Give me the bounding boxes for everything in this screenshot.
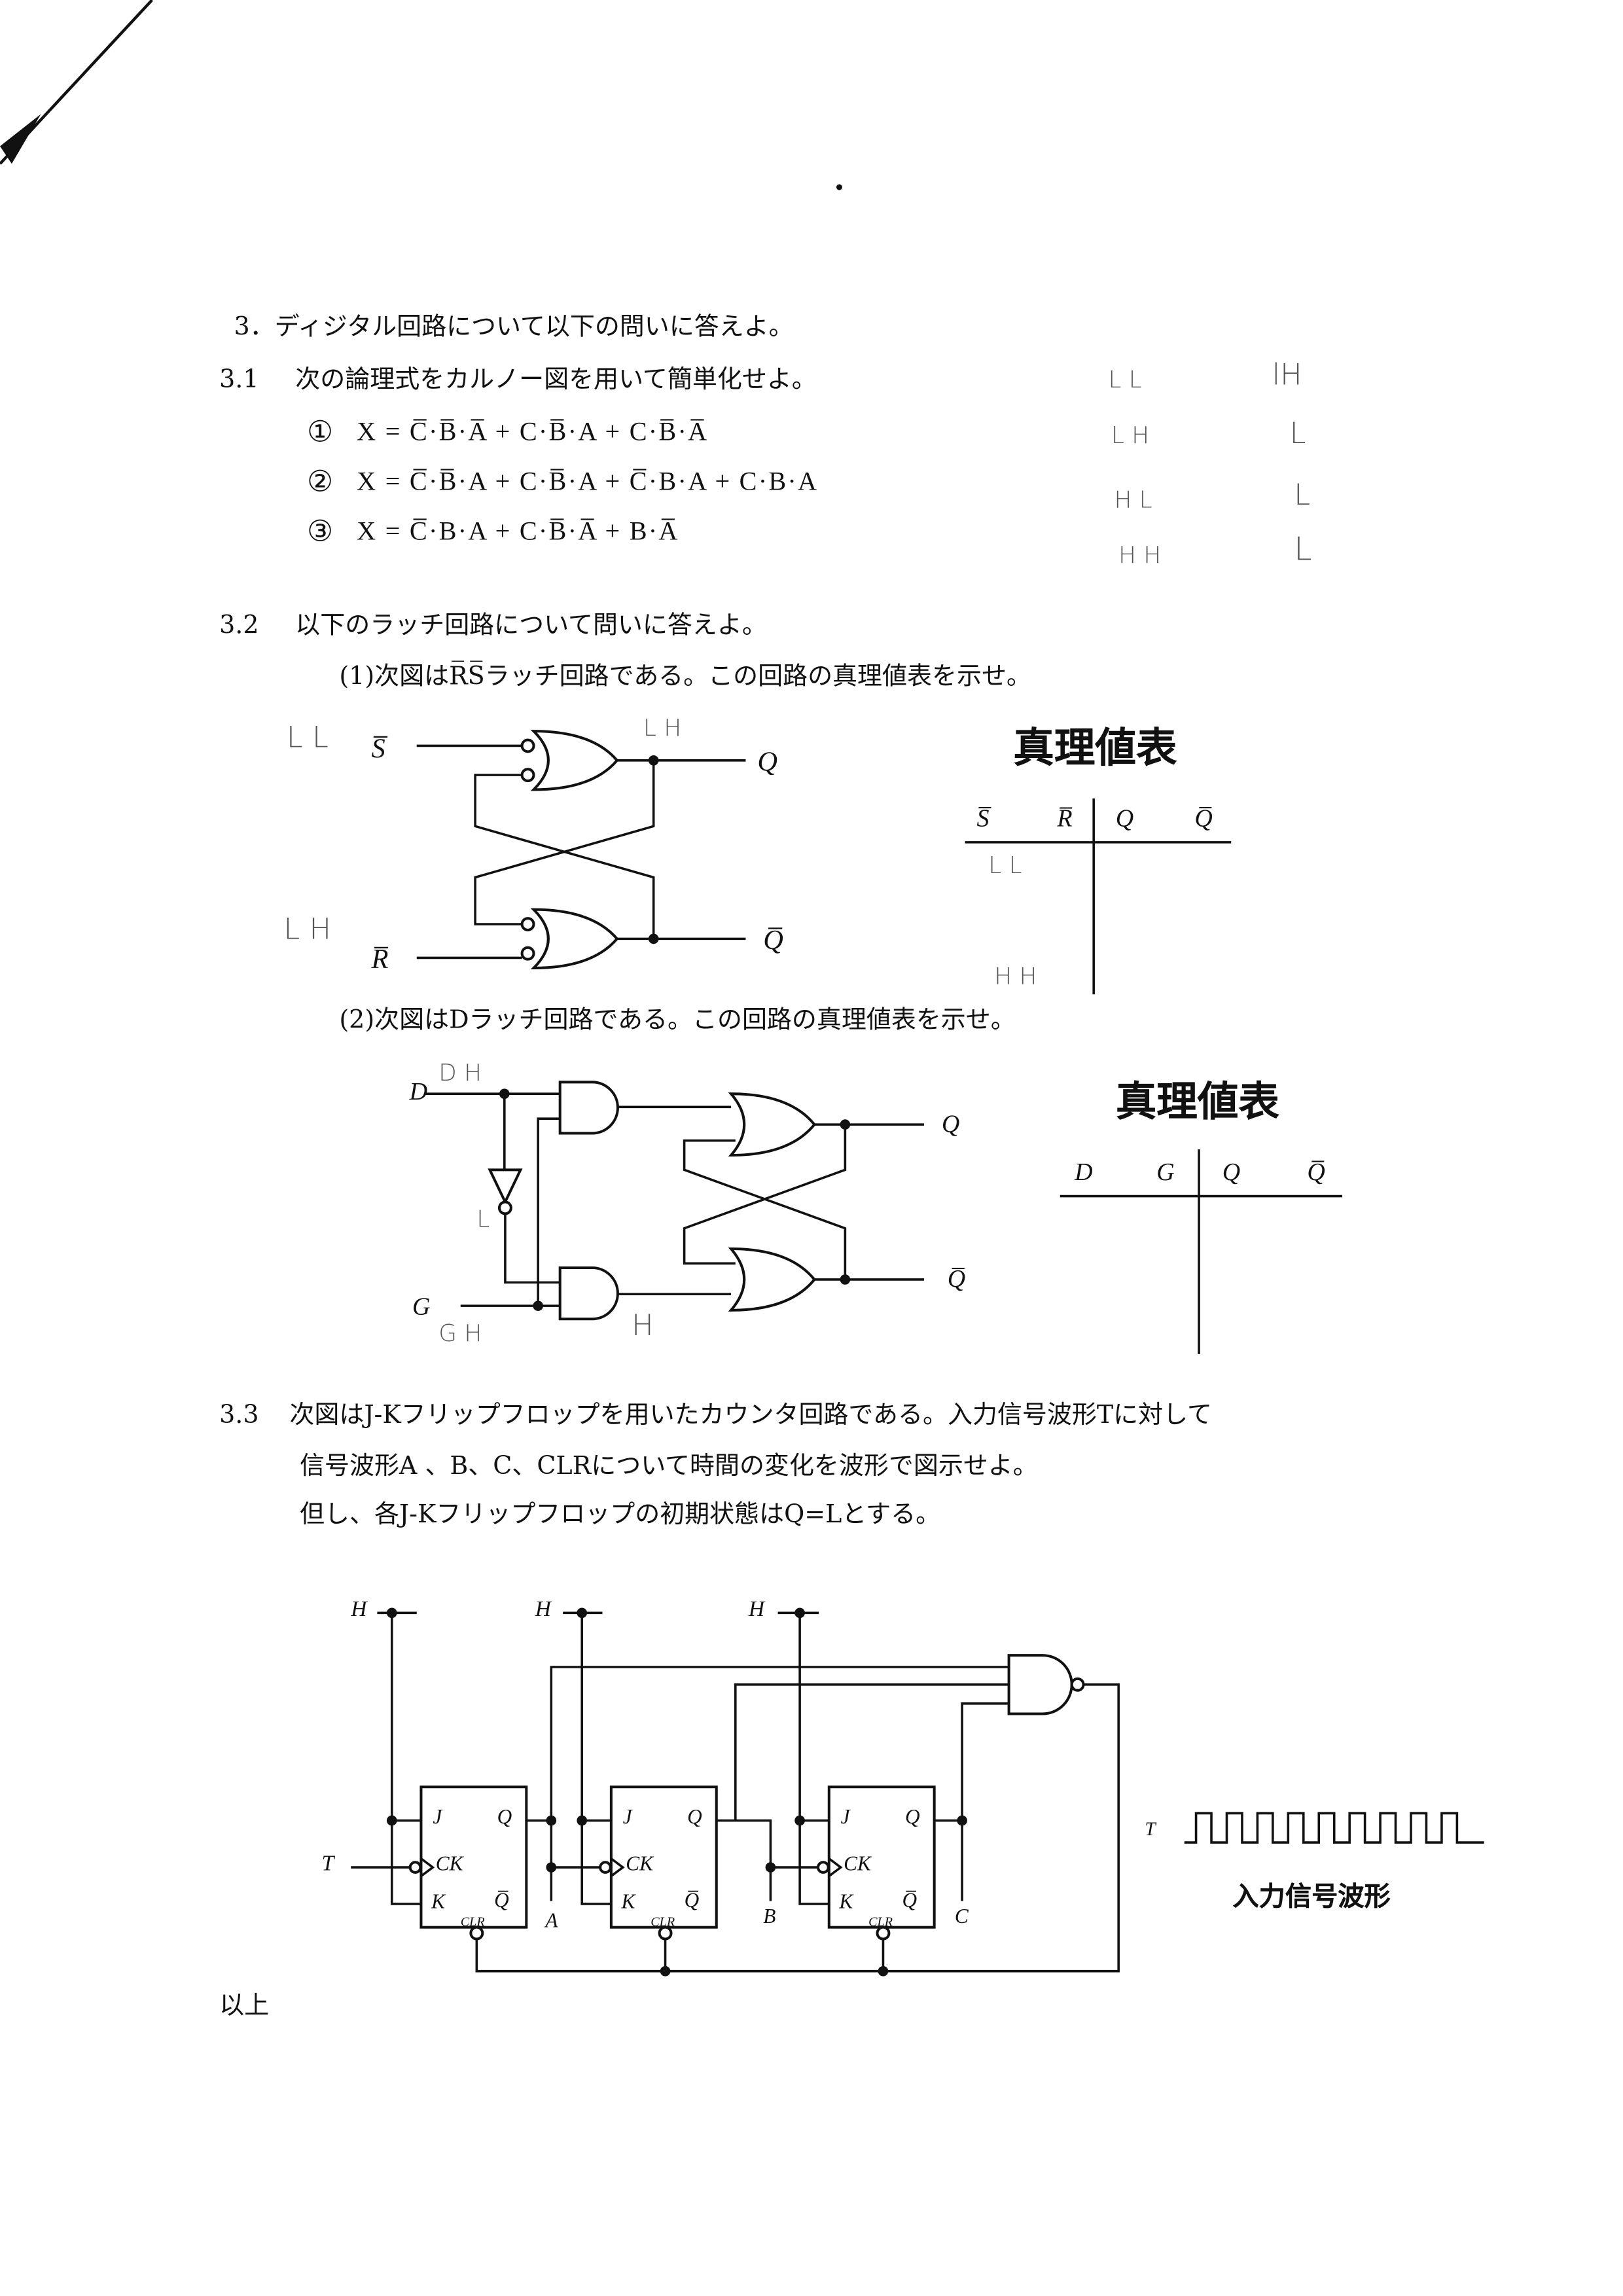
truth-table-1-title: 真理値表 (1013, 723, 1177, 772)
output-c-label: C (954, 1907, 969, 1929)
handwritten-note: L (1294, 532, 1312, 569)
ff2-pin-q: Q (687, 1807, 702, 1829)
ff1-pin-k: K (431, 1892, 445, 1914)
d-latch-input-g: G (412, 1293, 431, 1321)
handwritten-note: lH (1272, 357, 1302, 392)
truth-table-1-header: S̅ (976, 804, 990, 833)
t-input-label: T (321, 1852, 334, 1876)
handwritten-note: L H (283, 910, 332, 946)
or-gate-bottom (728, 1247, 817, 1312)
jk-counter-circuit (351, 1607, 1120, 1977)
q32-part2: (2)次図はDラッチ回路である。この回路の真理値表を示せ。 (339, 1006, 1016, 1035)
waveform-t-label: T (1145, 1818, 1156, 1840)
q32-number: 3.2 (219, 611, 259, 641)
rs-output-qbar: Q̅ (763, 925, 783, 957)
q31-number: 3.1 (219, 365, 259, 395)
truth-table-2-header: G (1156, 1158, 1175, 1186)
handwritten-note: L L (1108, 365, 1142, 393)
scan-corner-mark (0, 0, 842, 190)
handwritten-note: L L (286, 719, 329, 755)
formula-2-mark: ② (307, 463, 334, 499)
handwritten-note: G H (438, 1319, 482, 1347)
ff3-pin-qbar: Q̅ (902, 1890, 918, 1913)
h-label-3: H (748, 1598, 765, 1622)
ff1-pin-qbar: Q̅ (494, 1890, 509, 1913)
output-b-label: B (763, 1907, 776, 1929)
output-a-label: A (545, 1911, 558, 1933)
ff1-pin-q: Q (497, 1807, 512, 1829)
formula-3-mark: ③ (307, 513, 334, 548)
ff3-pin-j: J (840, 1807, 850, 1829)
handwritten-note: L H (643, 713, 682, 742)
nand-gate-top (530, 730, 619, 791)
q33-line-2: 信号波形A 、B、C、CLRについて時間の変化を波形で図示せよ。 (300, 1452, 1038, 1482)
truth-table-2-header: Q̅ (1307, 1158, 1325, 1186)
rs-latch-circuit (416, 730, 746, 970)
ff2-pin-qbar: Q̅ (684, 1890, 700, 1913)
truth-table-2-header: D (1075, 1158, 1093, 1186)
h-label-2: H (535, 1598, 551, 1622)
and-gate-top (558, 1081, 619, 1135)
handwritten-note: H H (994, 962, 1037, 990)
truth-table-2-header: Q (1222, 1158, 1241, 1186)
handwritten-note: D H (438, 1058, 482, 1087)
ff3-pin-q: Q (904, 1807, 920, 1829)
truth-table-2-title: 真理値表 (1115, 1077, 1279, 1126)
q32-part1: (1)次図はR̅S̅ラッチ回路である。この回路の真理値表を示せ。 (339, 662, 1031, 692)
ff1-pin-ck: CK (435, 1854, 463, 1876)
truth-table-1-grid (965, 798, 1232, 995)
ff3-pin-ck: CK (844, 1854, 871, 1876)
h-label-1: H (351, 1598, 367, 1622)
q33-line-3: 但し、各J-Kフリップフロップの初期状態はQ=Lとする。 (300, 1500, 941, 1530)
ff2-pin-ck: CK (626, 1854, 653, 1876)
section-heading: 3．ディジタル回路について以下の問いに答えよ。 (234, 313, 794, 342)
rs-input-s: S̅ (371, 734, 385, 765)
ff1-pin-j: J (433, 1807, 442, 1829)
handwritten-note: L (1289, 415, 1306, 451)
ff2-pin-clr: CLR (651, 1914, 675, 1929)
jk-flipflop-1 (419, 1785, 528, 1929)
end-mark: 以上 (219, 1991, 270, 2021)
handwritten-note: H L (1114, 485, 1152, 514)
ff3-pin-k: K (839, 1892, 853, 1914)
truth-table-2-grid (1060, 1149, 1342, 1354)
handwritten-note: L L (988, 851, 1022, 879)
rs-input-r: R̅ (371, 944, 389, 976)
nand-gate-clr (1007, 1654, 1073, 1715)
handwritten-note: H H (1118, 541, 1162, 569)
jk-flipflop-2 (609, 1785, 718, 1929)
handwritten-note: H (632, 1307, 654, 1342)
q31-text: 次の論理式をカルノー図を用いて簡単化せよ。 (295, 365, 817, 395)
ff2-pin-k: K (621, 1892, 635, 1914)
waveform-caption: 入力信号波形 (1232, 1882, 1391, 1913)
nand-gate-bottom (530, 908, 619, 970)
and-gate-bottom (558, 1266, 619, 1321)
formula-2: X = C̅·B̅·A + C·B̅·A + C̅·B·A + C·B·A (357, 466, 819, 496)
q32-text: 以下のラッチ回路について問いに答えよ。 (295, 611, 767, 641)
d-latch-output-q: Q (941, 1109, 960, 1138)
or-gate-top (728, 1092, 817, 1157)
d-latch-input-d: D (409, 1077, 428, 1106)
formula-1: X = C̅·B̅·A̅ + C·B̅·A + C·B̅·A̅ (357, 416, 709, 446)
formula-3: X = C̅·B·A + C·B̅·A̅ + B·A̅ (357, 516, 679, 546)
rs-output-q: Q (757, 747, 778, 778)
q33-number: 3.3 (219, 1401, 259, 1431)
handwritten-note: L (476, 1204, 490, 1233)
truth-table-1-header: Q̅ (1194, 804, 1213, 833)
q33-line-1: 次図はJ-Kフリップフロップを用いたカウンタ回路である。入力信号波形Tに対して (289, 1401, 1212, 1431)
d-latch-circuit (423, 1081, 925, 1321)
handwritten-note: L (1294, 476, 1311, 512)
truth-table-1-header: Q (1115, 804, 1134, 833)
inverter (488, 1168, 523, 1206)
ff2-pin-j: J (622, 1807, 632, 1829)
input-waveform (1184, 1812, 1484, 1844)
formula-1-mark: ① (307, 414, 334, 449)
truth-table-1-header: R̅ (1057, 804, 1073, 833)
d-latch-output-qbar: Q̅ (947, 1265, 966, 1293)
ff1-pin-clr: CLR (460, 1914, 485, 1929)
ff3-pin-clr: CLR (868, 1914, 893, 1929)
handwritten-note: L H (1111, 421, 1150, 449)
